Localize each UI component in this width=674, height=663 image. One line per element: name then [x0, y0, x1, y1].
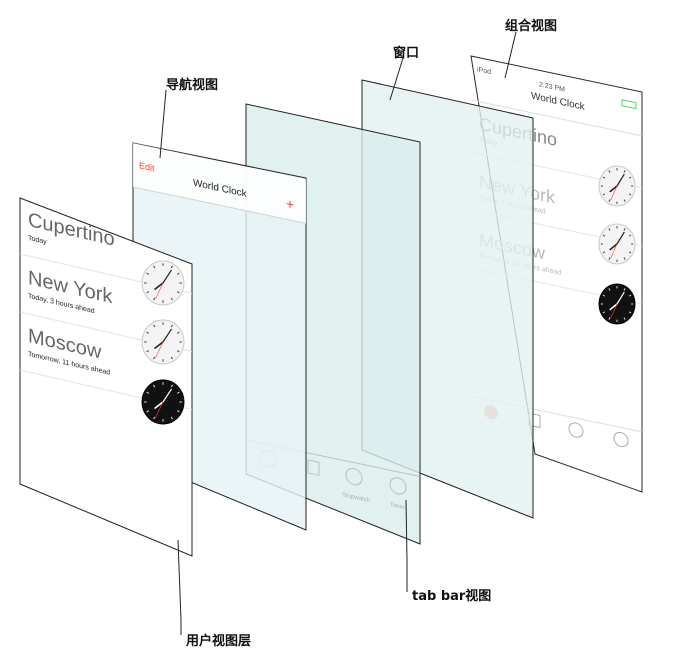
stopwatch-tab-icon [568, 422, 584, 438]
nav-add-icon: + [286, 195, 294, 213]
clock-face-icon [598, 283, 636, 325]
leader-window [389, 57, 404, 101]
callout-composite-view: 组合视图 [505, 19, 558, 34]
clock-face-icon [141, 260, 185, 306]
clock-face-icon [598, 165, 636, 207]
leader-navigation-view [159, 89, 167, 159]
tab-timer-label: Timer [390, 502, 405, 511]
status-carrier: iPod [477, 66, 491, 76]
callout-window: 窗口 [393, 46, 420, 61]
tab-timer-icon [389, 477, 407, 495]
nav-edit-button: Edit [139, 160, 155, 173]
tab-alarm-icon [307, 459, 320, 476]
clock-face-icon [598, 223, 636, 265]
clock-face-icon [141, 319, 185, 365]
user-view-layer: Cupertino Today New York Today, 3 hours … [19, 197, 193, 557]
tab-stopwatch-label: Stopwatch [342, 492, 370, 504]
battery-icon [621, 99, 637, 110]
callout-tab-bar-view: tab bar视图 [412, 589, 492, 604]
leader-lines [159, 31, 517, 635]
callout-navigation-view: 导航视图 [166, 78, 219, 93]
callout-user-view-layer: 用户视图层 [186, 634, 252, 649]
leader-user-view-layer [177, 539, 182, 635]
tab-stopwatch-icon [345, 467, 363, 486]
leader-composite-view [504, 31, 517, 79]
leader-tab-bar-view [405, 499, 408, 592]
timer-tab-icon [613, 431, 629, 448]
clock-face-icon [141, 379, 185, 425]
